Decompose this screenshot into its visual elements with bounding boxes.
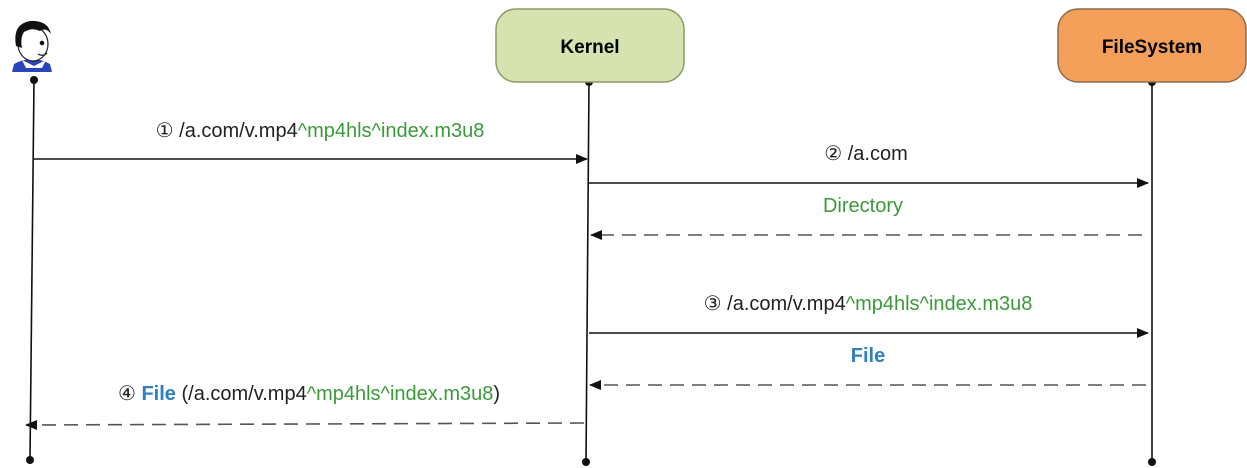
message-4-close: )	[493, 383, 500, 405]
kernel-label: Kernel	[560, 37, 619, 58]
message-3-reply-label: File	[851, 345, 885, 367]
filesystem-participant: FileSystem	[1057, 8, 1247, 83]
message-3-label: ③ /a.com/v.mp4^mp4hls^index.m3u8	[704, 293, 1033, 315]
kernel-lifeline	[585, 81, 590, 463]
message-1-number: ①	[156, 120, 174, 142]
message-2-label: ② /a.com	[824, 143, 908, 165]
message-3-number: ③	[704, 293, 722, 315]
user-lifeline-top-dot	[30, 76, 38, 84]
user-lifeline	[29, 79, 35, 461]
filesystem-label: FileSystem	[1102, 37, 1202, 58]
filesystem-box	[1057, 8, 1247, 83]
message-4-path: (/a.com/v.mp4	[181, 383, 306, 405]
message-2-number: ②	[824, 143, 842, 165]
message-2-path: /a.com	[848, 143, 908, 165]
user-avatar-icon	[12, 20, 52, 72]
message-4-arrow	[25, 419, 585, 430]
message-1-suffix: ^mp4hls^index.m3u8	[298, 120, 485, 142]
message-2-reply-label: Directory	[823, 195, 903, 217]
filesystem-lifeline-end-dot	[1148, 458, 1156, 466]
message-4-suffix: ^mp4hls^index.m3u8	[307, 383, 494, 405]
kernel-lifeline-end-dot	[582, 458, 590, 466]
message-3-suffix: ^mp4hls^index.m3u8	[846, 293, 1033, 315]
user-lifeline-end-dot	[26, 456, 34, 464]
kernel-box	[495, 8, 685, 83]
message-4-label: ④ File (/a.com/v.mp4^mp4hls^index.m3u8)	[118, 383, 500, 405]
message-1-path: /a.com/v.mp4	[179, 120, 298, 142]
message-3-path: /a.com/v.mp4	[727, 293, 846, 315]
message-4-file: File	[141, 383, 175, 405]
message-1-label: ① /a.com/v.mp4^mp4hls^index.m3u8	[156, 120, 485, 142]
kernel-participant: Kernel	[495, 8, 685, 83]
message-4-number: ④	[118, 383, 136, 405]
